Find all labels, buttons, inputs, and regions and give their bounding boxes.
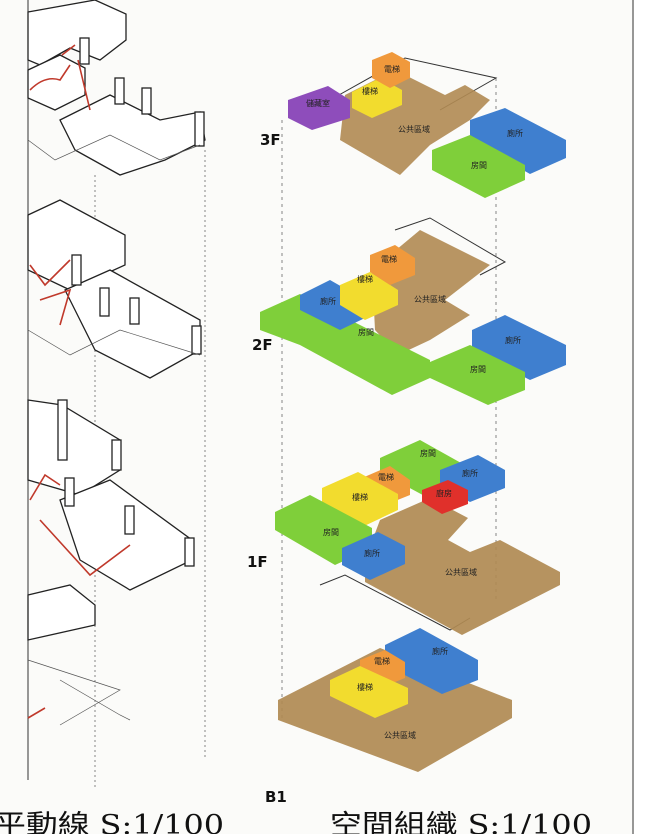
2f-public-label: 公共區域	[414, 294, 446, 304]
3f-toilet	[470, 108, 566, 174]
floor-1f: 房間 電梯 樓梯 廁所 廚房 房間 廁所 公共區域 1F	[247, 440, 560, 635]
2f-toilet-right	[472, 315, 566, 380]
floor-2f: 廁所 樓梯 電梯 公共區域 房間 廁所 房間 2F	[252, 217, 566, 405]
2f-label: 2F	[252, 336, 273, 354]
b1-label: B1	[265, 788, 287, 806]
b1-elevator-label: 電梯	[374, 656, 390, 666]
spatial-title: 空間組織 S:1/100	[330, 810, 592, 834]
spatial-diagram: 儲藏室 樓梯 電梯 公共區域 廁所 房間 3F 廁所 樓梯 電梯 公共區域 房間…	[247, 52, 592, 838]
2f-elevator	[370, 245, 415, 285]
2f-elevator-label: 電梯	[381, 254, 397, 264]
3f-label: 3F	[260, 131, 281, 149]
2f-room-right-label: 房間	[470, 364, 486, 374]
3f-elevator	[372, 52, 410, 88]
2f-stairs	[340, 272, 398, 320]
2f-room-left-label: 房間	[358, 327, 374, 337]
1f-kitchen-label: 廚房	[436, 488, 452, 498]
2f-toilet-left-label: 廁所	[320, 296, 336, 306]
1f-label: 1F	[247, 553, 268, 571]
3f-elevator-label: 電梯	[384, 64, 400, 74]
3f-room	[432, 135, 525, 198]
1f-room-left-label: 房間	[323, 527, 339, 537]
3f-stairs-label: 樓梯	[362, 86, 378, 96]
1f-toilet-left	[342, 532, 405, 580]
1f-kitchen	[422, 480, 468, 514]
3f-room-label: 房間	[471, 160, 487, 170]
b1-toilet-label: 廁所	[432, 646, 448, 656]
3f-stairs	[352, 78, 402, 118]
circulation-diagram: 平動線 S:1/100	[0, 0, 224, 838]
2f-toilet-right-label: 廁所	[505, 335, 521, 345]
3f-toilet-label: 廁所	[507, 128, 523, 138]
b1-public-label: 公共區域	[384, 730, 416, 740]
floor-b1: 電梯 樓梯 廁所 公共區域 B1	[265, 628, 512, 806]
2f-room-left	[260, 294, 430, 395]
1f-public-label: 公共區域	[445, 567, 477, 577]
3f-public-label: 公共區域	[398, 124, 430, 134]
floor-3f: 儲藏室 樓梯 電梯 公共區域 廁所 房間 3F	[260, 52, 566, 198]
circulation-title: 平動線 S:1/100	[0, 810, 224, 834]
b1-stairs-label: 樓梯	[357, 682, 373, 692]
1f-toilet-left-label: 廁所	[364, 548, 380, 558]
1f-toilet-right-label: 廁所	[462, 468, 478, 478]
3f-storage	[288, 86, 350, 130]
1f-room-top-label: 房間	[420, 448, 436, 458]
1f-stairs-label: 樓梯	[352, 492, 368, 502]
b1-toilet	[385, 628, 478, 694]
b1-stairs	[330, 666, 408, 718]
1f-public-area	[365, 498, 560, 635]
1f-elevator-label: 電梯	[378, 472, 394, 482]
2f-stairs-label: 樓梯	[357, 274, 373, 284]
2f-room-right	[430, 345, 525, 405]
3f-storage-label: 儲藏室	[306, 98, 330, 108]
